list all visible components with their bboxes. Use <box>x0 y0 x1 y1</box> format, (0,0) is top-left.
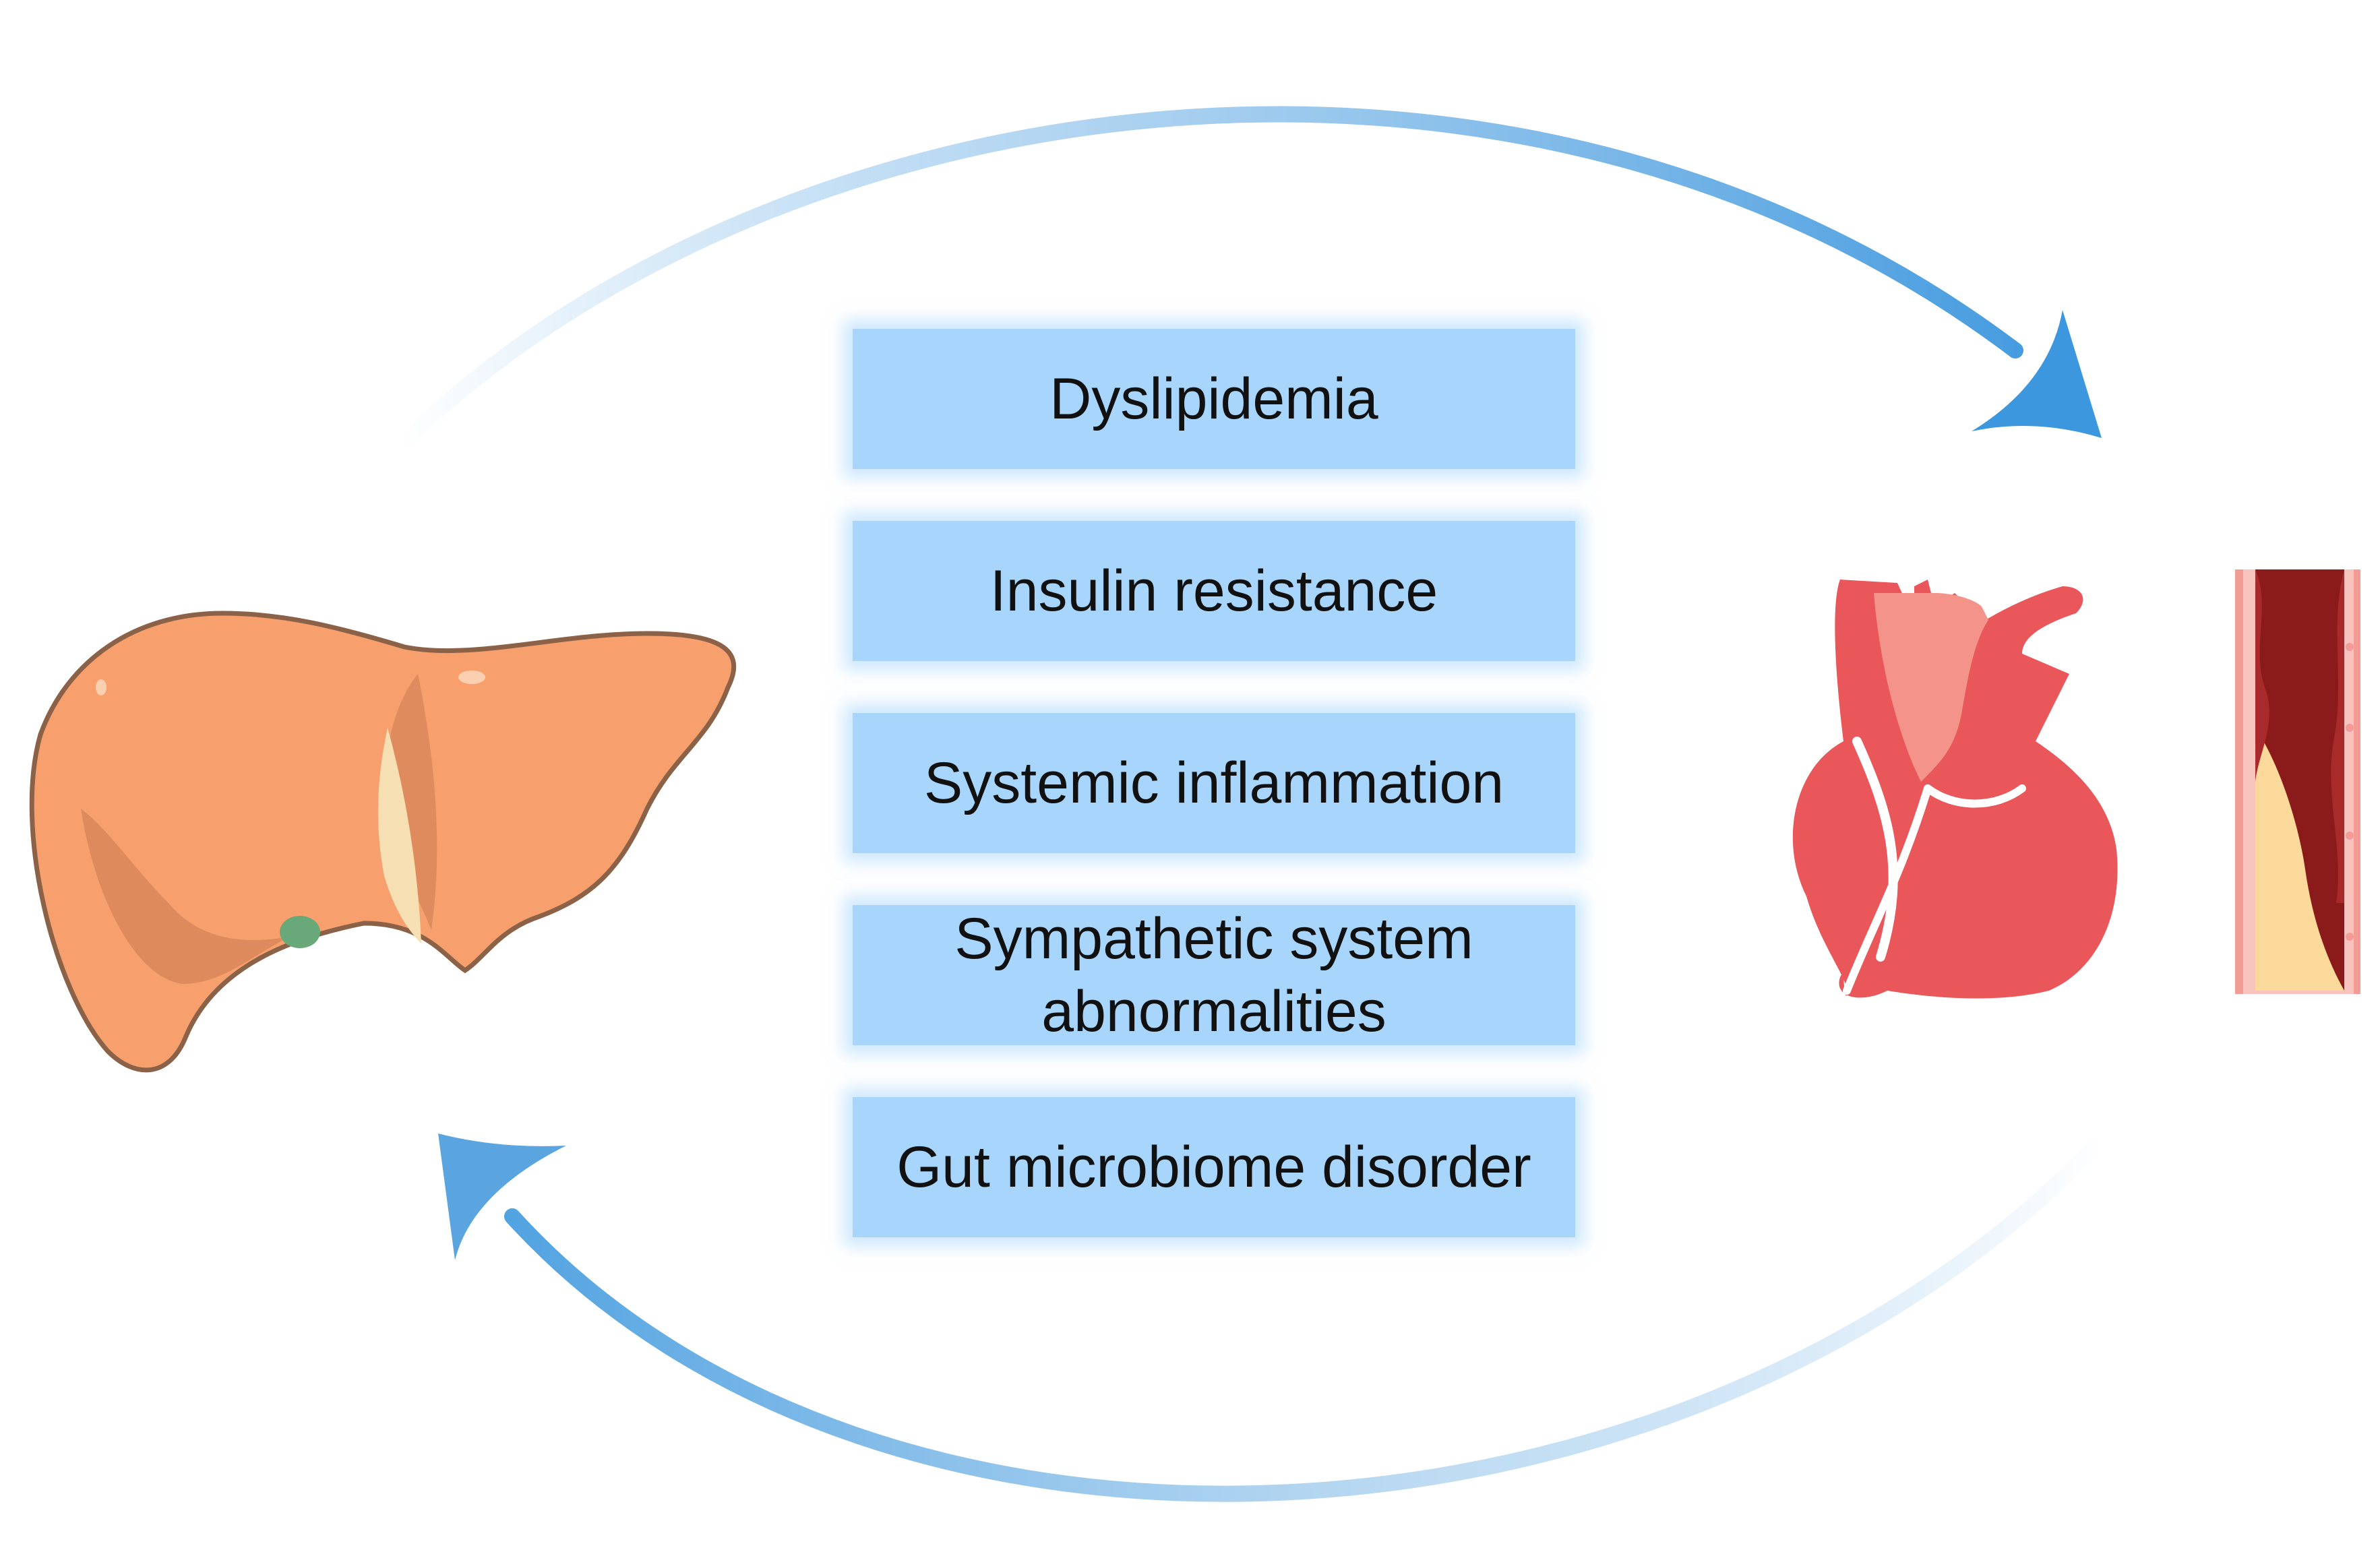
factor-box-dyslipidemia: Dyslipidemia <box>853 329 1575 469</box>
top-arrowhead <box>1972 310 2102 438</box>
factor-box-sympathetic-system: Sympathetic system abnormalities <box>853 905 1575 1045</box>
factor-label: Sympathetic system abnormalities <box>954 906 1473 1044</box>
bottom-arrow-curve <box>504 1131 2111 1502</box>
factor-box-systemic-inflammation: Systemic inflammation <box>853 713 1575 853</box>
factor-label: Gut microbiome disorder <box>896 1135 1531 1200</box>
factor-label: Systemic inflammation <box>923 751 1504 815</box>
factor-label: Dyslipidemia <box>1049 367 1378 431</box>
top-arrow-curve <box>396 106 2023 449</box>
factor-label: Insulin resistance <box>989 559 1438 623</box>
factor-box-insulin-resistance: Insulin resistance <box>853 521 1575 661</box>
bottom-arrowhead <box>438 1133 566 1260</box>
factor-box-gut-microbiome: Gut microbiome disorder <box>853 1097 1575 1237</box>
